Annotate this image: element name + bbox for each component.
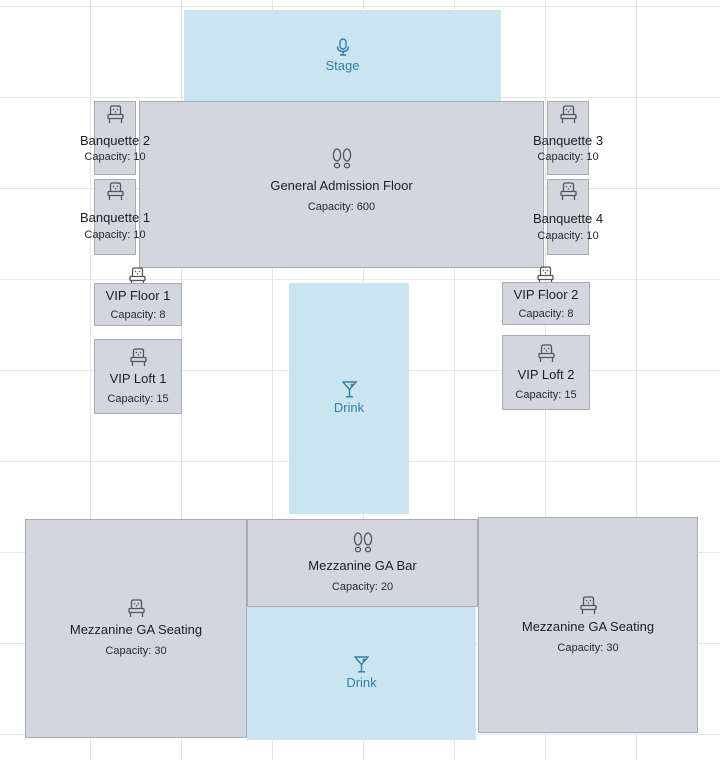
banquette-3-capacity: Capacity: 10 xyxy=(537,151,599,163)
banquette-3[interactable] xyxy=(547,101,589,175)
chair-icon xyxy=(580,596,597,615)
mezzanine-drink-area[interactable]: Drink xyxy=(247,607,476,740)
footprints-icon xyxy=(331,148,353,170)
mezzanine-bar-label: Mezzanine GA Bar xyxy=(308,558,417,573)
vip-loft-2[interactable]: VIP Loft 2 Capacity: 15 xyxy=(502,335,590,410)
banquette-4[interactable] xyxy=(547,179,589,255)
vip-floor-1-label: VIP Floor 1 xyxy=(105,287,171,303)
banquette-3-label: Banquette 3 xyxy=(532,133,604,148)
vip-floor-1[interactable]: VIP Floor 1 Capacity: 8 xyxy=(94,283,182,326)
chair-icon xyxy=(538,344,555,363)
banquette-1-capacity: Capacity: 10 xyxy=(84,229,146,241)
vip-loft-2-capacity: Capacity: 15 xyxy=(515,388,577,401)
cocktail-glass-icon xyxy=(354,656,369,673)
stage-label: Stage xyxy=(325,57,360,73)
mezzanine-seating-left-label: Mezzanine GA Seating xyxy=(69,622,203,637)
mezzanine-bar-capacity: Capacity: 20 xyxy=(331,581,394,593)
mezzanine-drink-label: Drink xyxy=(346,675,377,690)
chair-icon xyxy=(560,182,577,201)
vip-loft-1[interactable]: VIP Loft 1 Capacity: 15 xyxy=(94,339,182,414)
chair-icon xyxy=(560,105,577,124)
banquette-2-capacity: Capacity: 10 xyxy=(84,151,146,163)
chair-icon xyxy=(107,105,124,124)
vip-loft-2-label: VIP Loft 2 xyxy=(517,366,575,382)
mezzanine-ga-seating-right[interactable]: Mezzanine GA Seating Capacity: 30 xyxy=(478,517,698,733)
banquette-4-capacity: Capacity: 10 xyxy=(537,230,599,242)
cocktail-glass-icon xyxy=(342,381,357,398)
mezzanine-ga-seating-left[interactable]: Mezzanine GA Seating Capacity: 30 xyxy=(25,519,247,738)
ga-floor-capacity: Capacity: 600 xyxy=(307,201,376,213)
banquette-1-label: Banquette 1 xyxy=(79,210,151,225)
chair-icon xyxy=(130,348,147,367)
general-admission-floor[interactable]: General Admission Floor Capacity: 600 xyxy=(139,101,544,268)
banquette-2[interactable] xyxy=(94,101,136,175)
ga-floor-label: General Admission Floor xyxy=(270,178,413,193)
vip-floor-2-capacity: Capacity: 8 xyxy=(518,307,574,320)
vip-loft-1-capacity: Capacity: 15 xyxy=(107,392,169,405)
mezzanine-seating-left-capacity: Capacity: 30 xyxy=(105,645,167,657)
banquette-2-label: Banquette 2 xyxy=(79,133,151,148)
drink-label: Drink xyxy=(333,400,365,415)
banquette-1[interactable] xyxy=(94,179,136,255)
drink-area[interactable]: Drink xyxy=(289,283,409,514)
footprints-icon xyxy=(352,532,374,554)
stage-area[interactable]: Stage xyxy=(184,10,501,101)
mezzanine-seating-right-label: Mezzanine GA Seating xyxy=(521,618,655,634)
banquette-4-label: Banquette 4 xyxy=(532,211,604,226)
microphone-icon xyxy=(336,38,350,56)
chair-icon xyxy=(107,182,124,201)
vip-floor-1-capacity: Capacity: 8 xyxy=(110,308,166,321)
vip-floor-2[interactable]: VIP Floor 2 Capacity: 8 xyxy=(502,282,590,325)
vip-loft-1-label: VIP Loft 1 xyxy=(109,370,167,386)
mezzanine-ga-bar[interactable]: Mezzanine GA Bar Capacity: 20 xyxy=(247,519,478,607)
chair-icon xyxy=(128,599,145,618)
mezzanine-seating-right-capacity: Capacity: 30 xyxy=(557,641,619,654)
vip-floor-2-label: VIP Floor 2 xyxy=(513,286,579,302)
